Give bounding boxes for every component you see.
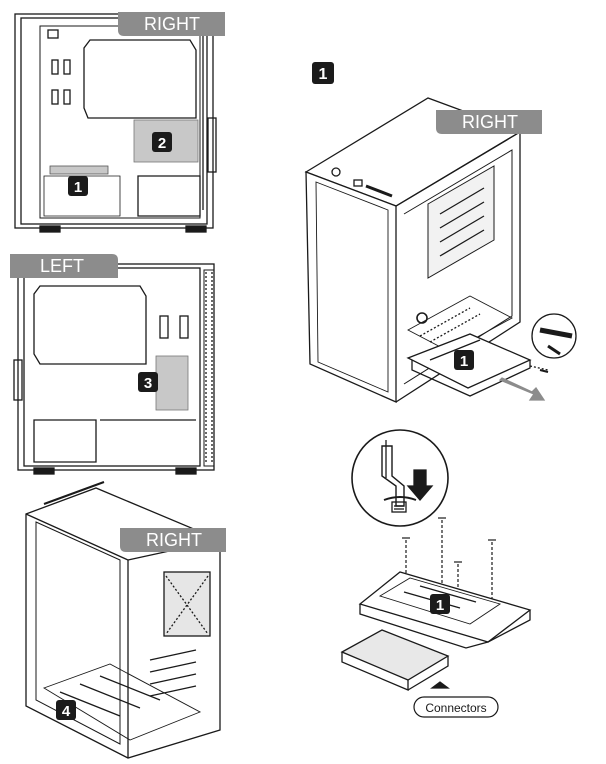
- step-badge-text: 1: [319, 66, 328, 83]
- bl-side-label: RIGHT: [120, 528, 226, 552]
- view-middle-left: [13, 263, 215, 475]
- ml-badge-3-text: 3: [144, 375, 152, 392]
- main-badge-1: 1: [454, 350, 474, 370]
- ml-badge-3: 3: [138, 372, 158, 392]
- main-side-label: RIGHT: [436, 110, 542, 134]
- main-side-label-text: RIGHT: [462, 112, 518, 132]
- tl-badge-2: 2: [152, 132, 172, 152]
- step-badge: 1: [312, 62, 334, 84]
- tl-badge-1-text: 1: [74, 179, 82, 196]
- view-bottom-left: [25, 481, 221, 759]
- bl-side-label-text: RIGHT: [146, 530, 202, 550]
- detail-badge-1-text: 1: [436, 597, 444, 614]
- connectors-label: Connectors: [425, 701, 486, 715]
- detail-badge-1: 1: [430, 594, 450, 614]
- main-badge-1-text: 1: [460, 353, 468, 370]
- tl-side-label: RIGHT: [118, 12, 225, 36]
- tl-badge-2-text: 2: [158, 135, 166, 152]
- ml-side-label-text: LEFT: [40, 256, 84, 276]
- main-case: [304, 97, 577, 403]
- tl-badge-1: 1: [68, 176, 88, 196]
- bl-badge-4-text: 4: [62, 703, 71, 720]
- bl-badge-4: 4: [56, 700, 76, 720]
- screwdriver-detail: [351, 429, 449, 527]
- ml-side-label: LEFT: [10, 254, 118, 278]
- tl-side-label-text: RIGHT: [144, 14, 200, 34]
- connectors-callout: Connectors: [413, 696, 499, 718]
- view-top-left: [14, 13, 217, 233]
